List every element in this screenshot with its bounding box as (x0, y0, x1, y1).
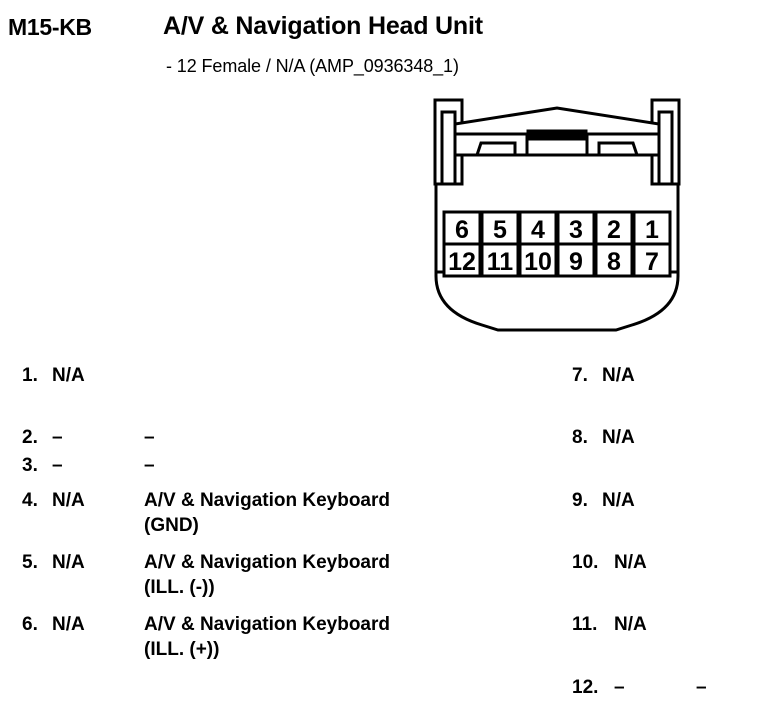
pin-signal-description-line1: – (144, 455, 155, 476)
pin-number: 8. (572, 427, 588, 448)
pin-cell (442, 210, 482, 246)
pin-cell (632, 242, 672, 278)
pin-label: 11 (487, 248, 514, 276)
pin-signal-description: – (696, 675, 707, 700)
pin-signal-primary: N/A (602, 427, 635, 448)
pin-label: 1 (645, 216, 659, 244)
pin-signal-primary: – (614, 677, 625, 698)
pin-label: 4 (531, 216, 545, 244)
pin-signal-primary: N/A (52, 365, 85, 386)
page-title: A/V & Navigation Head Unit (163, 12, 483, 40)
pin-cell (556, 242, 596, 278)
pin-signal-primary: – (52, 455, 63, 476)
pin-number: 3. (22, 455, 38, 476)
pin-number: 6. (22, 614, 38, 635)
keying-tabs (474, 134, 640, 157)
pin-signal-primary: N/A (52, 552, 85, 573)
pin-number: 2. (22, 427, 38, 448)
pin-signal-primary: N/A (52, 490, 85, 511)
pin-label: 9 (569, 248, 583, 276)
pin-number: 1. (22, 365, 38, 386)
pin-label: 12 (448, 248, 476, 276)
pin-signal-description: – (144, 453, 155, 478)
pin-label: 3 (569, 216, 583, 244)
pin-number: 4. (22, 490, 38, 511)
pin-signal-primary: N/A (614, 614, 647, 635)
page-subtitle: - 12 Female / N/A (AMP_0936348_1) (166, 56, 459, 76)
pin-signal-primary: N/A (602, 490, 635, 511)
pin-signal-primary: N/A (602, 365, 635, 386)
pin-number: 7. (572, 365, 588, 386)
pin-signal-primary: N/A (614, 552, 647, 573)
pin-number: 10. (572, 552, 599, 573)
pin-grid-row-bottom (442, 242, 672, 278)
pin-signal-description: – (144, 425, 155, 450)
pin-signal-description-line1: – (696, 677, 707, 698)
pin-signal-description-line1: A/V & Navigation Keyboard (144, 614, 390, 635)
pin-signal-description: A/V & Navigation Keyboard (ILL. (+)) (144, 612, 390, 662)
pin-signal-description-line1: A/V & Navigation Keyboard (144, 552, 390, 573)
pin-signal-description: A/V & Navigation Keyboard (ILL. (-)) (144, 550, 390, 600)
pin-signal-description-line1: – (144, 427, 155, 448)
pin-cell (594, 242, 634, 278)
pin-label: 8 (607, 248, 621, 276)
pin-number: 9. (572, 490, 588, 511)
pin-grid: 6 5 4 3 2 1 12 11 10 9 8 7 (442, 210, 672, 278)
pin-cell (518, 210, 558, 246)
connector-code: M15-KB (8, 14, 92, 40)
pin-cell (518, 242, 558, 278)
pin-label: 10 (524, 248, 552, 276)
pin-number: 11. (572, 614, 598, 635)
pin-signal-primary: N/A (52, 614, 85, 635)
pin-label: 2 (607, 216, 621, 244)
pin-cell (480, 242, 520, 278)
center-key-block (526, 129, 588, 141)
pin-signal-primary: – (52, 427, 63, 448)
right-latch-wing (650, 98, 681, 186)
pin-grid-row-top (442, 210, 672, 246)
pin-signal-description-line2: (GND) (144, 515, 199, 536)
pin-signal-description-line2: (ILL. (+)) (144, 639, 220, 660)
pin-signal-description-line2: (ILL. (-)) (144, 577, 215, 598)
pin-label: 5 (493, 216, 507, 244)
pin-label: 6 (455, 216, 469, 244)
pin-signal-description: A/V & Navigation Keyboard (GND) (144, 488, 390, 538)
pin-signal-description-line1: A/V & Navigation Keyboard (144, 490, 390, 511)
pin-number: 5. (22, 552, 38, 573)
pin-cell (442, 242, 482, 278)
pin-label: 7 (645, 248, 659, 276)
connector-diagram: 6 5 4 3 2 1 12 11 10 9 8 7 (426, 94, 688, 334)
pin-number: 12. (572, 677, 599, 698)
